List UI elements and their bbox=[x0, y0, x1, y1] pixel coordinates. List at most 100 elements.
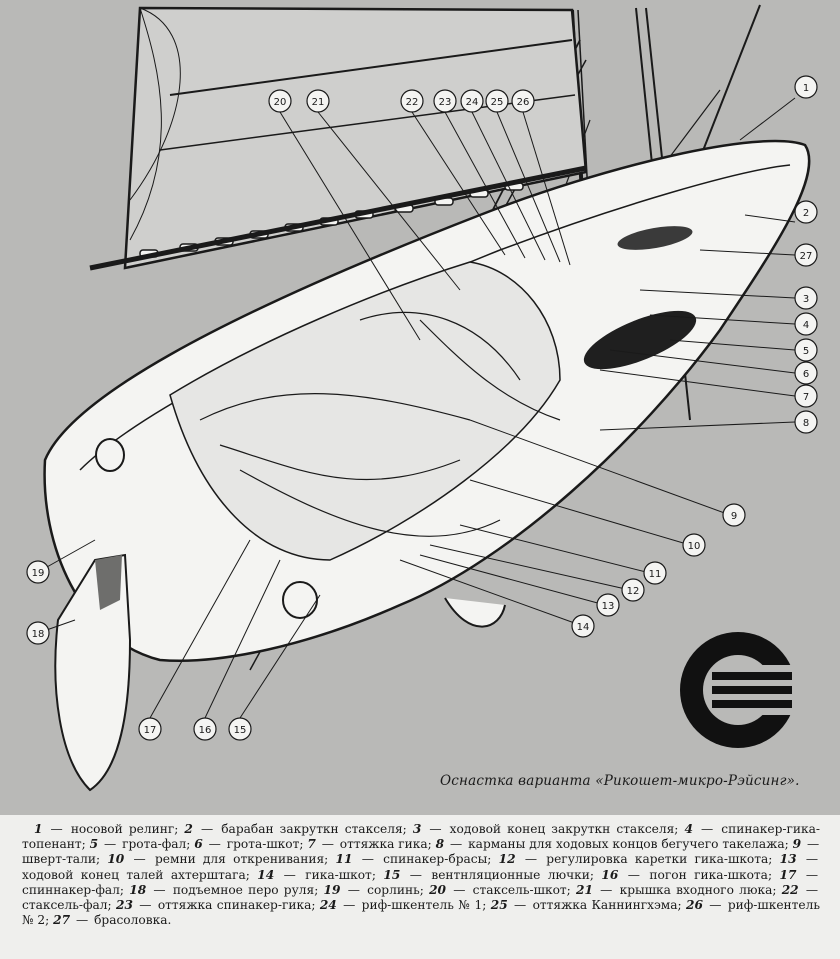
legend-number: 15 bbox=[383, 867, 401, 882]
legend-number: 17 bbox=[779, 867, 797, 882]
legend-number: 14 bbox=[257, 867, 275, 882]
legend-item-24: 24 — риф-шкентель № 1; bbox=[319, 898, 491, 913]
callout-12: 12 bbox=[627, 586, 640, 597]
legend-description: спинакер-гика-топенант bbox=[22, 822, 821, 852]
callout-23: 23 bbox=[439, 97, 452, 108]
legend-item-5: 5 — грота-фал; bbox=[89, 837, 195, 852]
legend-item-20: 20 — стаксель-шкот; bbox=[429, 882, 576, 897]
legend-item-16: 16 — погон гика-шкота; bbox=[601, 867, 780, 882]
legend-item-26: 26 — риф-шкентель № 2; bbox=[22, 898, 821, 928]
legend-number: 23 bbox=[116, 898, 133, 913]
callout-27: 27 bbox=[800, 251, 813, 262]
legend-number: 4 bbox=[684, 822, 693, 836]
legend-number: 2 bbox=[184, 822, 193, 836]
callout-16: 16 bbox=[199, 725, 212, 736]
legend-item-23: 23 — оттяжка спинакер-гика; bbox=[116, 898, 320, 913]
callout-6: 6 bbox=[803, 369, 809, 380]
callout-14: 14 bbox=[577, 622, 590, 633]
legend-description: спинакер-брасы bbox=[383, 852, 488, 867]
legend-item-17: 17 — спиннакер-фал; bbox=[22, 867, 819, 897]
legend-number: 20 bbox=[429, 882, 447, 897]
callout-18: 18 bbox=[32, 629, 45, 640]
legend-number: 18 bbox=[129, 882, 147, 897]
callout-22: 22 bbox=[406, 97, 419, 108]
legend-description: ходовой конец закруткн стакселя bbox=[449, 822, 675, 836]
boat-rigging-drawing: 20 21 22 23 24 25 26 1 2 27 3 4 5 6 7 8 … bbox=[26, 4, 818, 792]
callout-5: 5 bbox=[803, 346, 809, 357]
callout-labels: 20 21 22 23 24 25 26 1 2 27 3 4 5 6 7 8 … bbox=[32, 83, 813, 736]
logo-emblem bbox=[680, 632, 808, 748]
mainsail bbox=[89, 6, 588, 271]
rudder bbox=[54, 553, 132, 792]
legend-description: риф-шкентель № 2 bbox=[22, 898, 821, 928]
legend-number: 11 bbox=[335, 852, 353, 867]
legend-description: сорлинь bbox=[367, 882, 420, 897]
legend-description: ходовой конец талей ахтерштага bbox=[22, 867, 246, 882]
legend-item-12: 12 — регулировка каретки гика-шкота; bbox=[498, 852, 780, 867]
legend-number: 8 bbox=[435, 837, 445, 852]
hull bbox=[43, 139, 811, 662]
legend-number: 5 bbox=[89, 837, 99, 852]
legend-number: 19 bbox=[323, 882, 341, 897]
legend-item-18: 18 — подъемное перо руля; bbox=[129, 882, 324, 897]
legend-number: 9 bbox=[792, 837, 802, 852]
callout-3: 3 bbox=[803, 294, 809, 305]
legend-item-14: 14 — гика-шкот; bbox=[257, 867, 384, 882]
callout-24: 24 bbox=[466, 97, 479, 108]
legend-number: 27 bbox=[53, 913, 71, 928]
legend-item-4: 4 — спинакер-гика-топенант; bbox=[22, 822, 821, 852]
legend-description: вентнляционные лючки bbox=[431, 867, 590, 882]
legend-description: оттяжка спинакер-гика bbox=[157, 898, 312, 913]
callout-26: 26 bbox=[517, 97, 530, 108]
callout-1: 1 bbox=[803, 83, 809, 94]
legend-description: носовой релинг bbox=[70, 822, 175, 836]
legend-item-13: 13 — ходовой конец талей ахтерштага; bbox=[22, 852, 819, 882]
legend-item-1: 1 — носовой релинг; bbox=[34, 822, 185, 836]
legend-item-9: 9 — шверт-тали; bbox=[22, 837, 820, 867]
legend-description: стаксель-фал bbox=[22, 898, 108, 913]
legend-description: грота-шкот bbox=[226, 837, 300, 852]
callout-17: 17 bbox=[144, 725, 157, 736]
legend-description: крышка входного люка bbox=[619, 882, 773, 897]
legend-item-7: 7 — оттяжка гика; bbox=[307, 837, 436, 852]
callout-circles bbox=[26, 75, 818, 741]
legend-description: карманы для ходовых концов бегучего таке… bbox=[468, 837, 785, 852]
legend-number: 25 bbox=[490, 898, 508, 913]
callout-10: 10 bbox=[688, 541, 701, 552]
callout-7: 7 bbox=[803, 392, 809, 403]
legend-description: стаксель-шкот bbox=[472, 882, 567, 897]
legend-number: 3 bbox=[412, 822, 422, 836]
callout-11: 11 bbox=[649, 569, 662, 580]
legend-number: 6 bbox=[194, 837, 203, 852]
legend-description: барабан закруткн стакселя bbox=[221, 822, 403, 836]
legend-number: 10 bbox=[107, 852, 125, 867]
legend-number: 24 bbox=[319, 898, 337, 913]
legend-description: погон гика-шкота bbox=[649, 867, 768, 882]
callout-2: 2 bbox=[803, 208, 809, 219]
legend-description: грота-фал bbox=[122, 837, 187, 852]
legend-item-2: 2 — барабан закруткн стакселя; bbox=[184, 822, 413, 836]
callout-19: 19 bbox=[32, 568, 45, 579]
legend-number: 21 bbox=[576, 882, 593, 897]
callout-9: 9 bbox=[731, 511, 737, 522]
legend-description: гика-шкот bbox=[305, 867, 372, 882]
legend-item-22: 22 — стаксель-фал; bbox=[22, 882, 819, 913]
legend-description: шверт-тали bbox=[22, 852, 96, 867]
legend-description: риф-шкентель № 1 bbox=[361, 898, 483, 913]
legend-description: спиннакер-фал bbox=[22, 882, 120, 897]
legend-description: подъемное перо руля bbox=[172, 882, 315, 897]
legend-description: оттяжка гика bbox=[339, 837, 428, 852]
legend-item-10: 10 — ремни для откренивания; bbox=[107, 852, 336, 867]
legend-item-8: 8 — карманы для ходовых концов бегучего … bbox=[435, 837, 793, 852]
legend-item-11: 11 — спинакер-брасы; bbox=[335, 852, 499, 867]
legend-number: 26 bbox=[685, 898, 703, 913]
legend-description: оттяжка Каннингхэма bbox=[532, 898, 678, 913]
legend-number: 7 bbox=[307, 837, 316, 852]
callout-8: 8 bbox=[803, 418, 809, 429]
callout-15: 15 bbox=[234, 725, 247, 736]
callout-4: 4 bbox=[803, 320, 809, 331]
legend-description: ремни для откренивания bbox=[154, 852, 325, 867]
callout-21: 21 bbox=[312, 97, 325, 108]
callout-13: 13 bbox=[602, 601, 615, 612]
legend-item-3: 3 — ходовой конец закруткн стакселя; bbox=[412, 822, 685, 836]
